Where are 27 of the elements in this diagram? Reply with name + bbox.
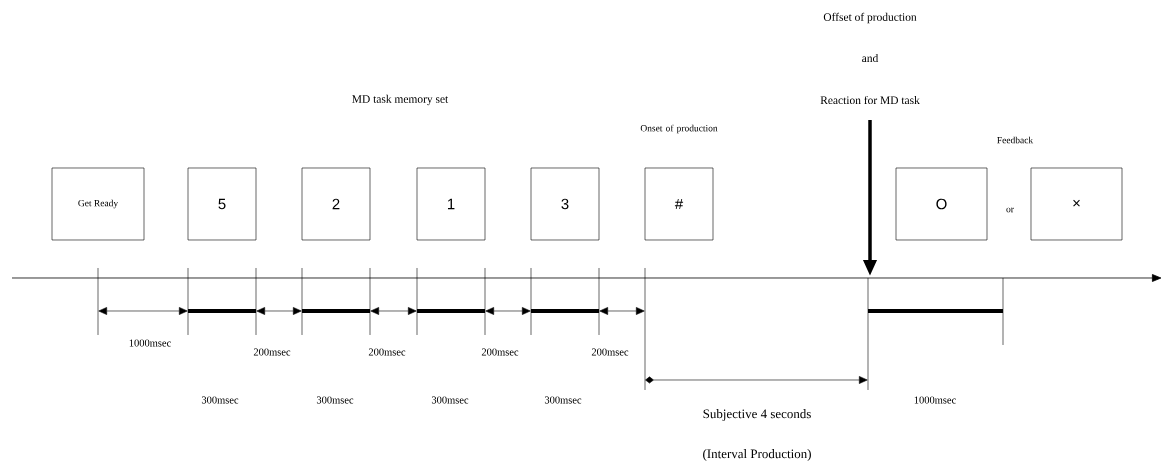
label: Feedback [997, 136, 1034, 144]
stimulus-box: Get Ready [51, 167, 145, 241]
stimulus-box: # [644, 167, 714, 241]
label: 1000msec [914, 396, 956, 404]
label: 200msec [368, 348, 406, 356]
label: (Interval Production) [703, 449, 811, 461]
label: Reaction for MD task [820, 95, 920, 105]
label: MD task memory set [352, 94, 449, 106]
stimulus-box: 3 [530, 167, 600, 241]
label: or [1006, 207, 1014, 213]
label: Offset of production [823, 12, 917, 24]
stimulus-box: 1 [416, 167, 486, 241]
stimulus-caption: Onset of production [640, 124, 718, 134]
label: 200msec [253, 348, 291, 356]
stimulus-box: O [895, 167, 988, 241]
label: 200msec [481, 348, 519, 356]
label: 300msec [431, 396, 469, 404]
label: 300msec [201, 396, 239, 404]
label: 300msec [316, 396, 354, 404]
label: 300msec [544, 396, 582, 404]
stimulus-box: 5 [187, 167, 257, 241]
label: Subjective 4 seconds [703, 409, 811, 421]
stimulus-box: × [1030, 167, 1123, 241]
label: and [862, 53, 879, 62]
label: 1000msec [129, 339, 171, 347]
stimulus-box: 2 [301, 167, 371, 241]
label: 200msec [591, 348, 629, 356]
